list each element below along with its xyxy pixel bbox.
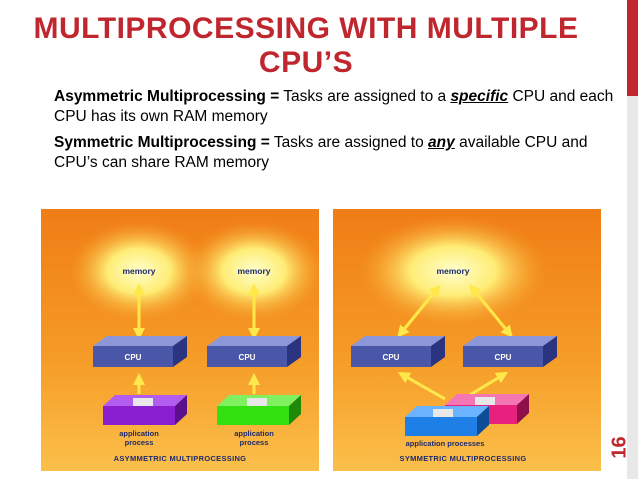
side-accent-bar: [627, 0, 638, 479]
bullet-emphasis: specific: [450, 88, 509, 105]
bullet-text: Tasks are assigned to a: [283, 88, 447, 105]
process-label: process: [125, 438, 154, 447]
process-label: application processes: [406, 439, 485, 448]
cpu-label: CPU: [239, 353, 256, 362]
process-label: application: [234, 429, 274, 438]
cpu-chip: CPU: [207, 336, 301, 367]
memory-cpu-arrow: [469, 284, 513, 338]
bullet-text: available CPU and CPU’s can share RAM me…: [54, 134, 588, 171]
slide-title: MULTIPROCESSING WITH MULTIPLE CPU’S: [33, 12, 579, 79]
bullet-asymmetric: Asymmetric Multiprocessing = Tasks are a…: [54, 87, 614, 127]
bullet-symmetric: Symmetric Multiprocessing = Tasks are as…: [54, 133, 614, 173]
disk-icon: [103, 395, 187, 425]
cpu-label: CPU: [495, 353, 512, 362]
symmetric-diagram: memory CPU CPU applic: [333, 209, 601, 471]
bullet-term: Asymmetric Multiprocessing =: [54, 88, 280, 105]
diagram-caption: ASYMMETRIC MULTIPROCESSING: [114, 454, 247, 463]
bullet-list: Asymmetric Multiprocessing = Tasks are a…: [54, 87, 614, 179]
side-accent-top: [627, 0, 638, 96]
process-label: application: [119, 429, 159, 438]
cpu-label: CPU: [125, 353, 142, 362]
process-cpu-arrow: [397, 372, 446, 401]
page-number: 16: [608, 436, 631, 459]
disk-icon: [217, 395, 301, 425]
bullet-term: Symmetric Multiprocessing =: [54, 134, 270, 151]
memory-cpu-arrow: [397, 284, 441, 338]
diagram-caption: SYMMETRIC MULTIPROCESSING: [400, 454, 527, 463]
memory-label: memory: [436, 266, 469, 276]
memory-glow: [69, 221, 209, 321]
bullet-text: CPU and each CPU has its own RAM memory: [54, 88, 614, 125]
cpu-label: CPU: [383, 353, 400, 362]
cpu-chip: CPU: [463, 336, 557, 367]
disk-icon: [405, 406, 489, 436]
bullet-emphasis: any: [428, 134, 455, 151]
asymmetric-diagram: memory memory CPU CPU: [41, 209, 319, 471]
cpu-chip: CPU: [351, 336, 445, 367]
memory-glow: [184, 221, 319, 321]
memory-label: memory: [122, 266, 155, 276]
cpu-chip: CPU: [93, 336, 187, 367]
memory-label: memory: [237, 266, 270, 276]
bullet-text: Tasks are assigned to: [273, 134, 424, 151]
process-label: process: [240, 438, 269, 447]
